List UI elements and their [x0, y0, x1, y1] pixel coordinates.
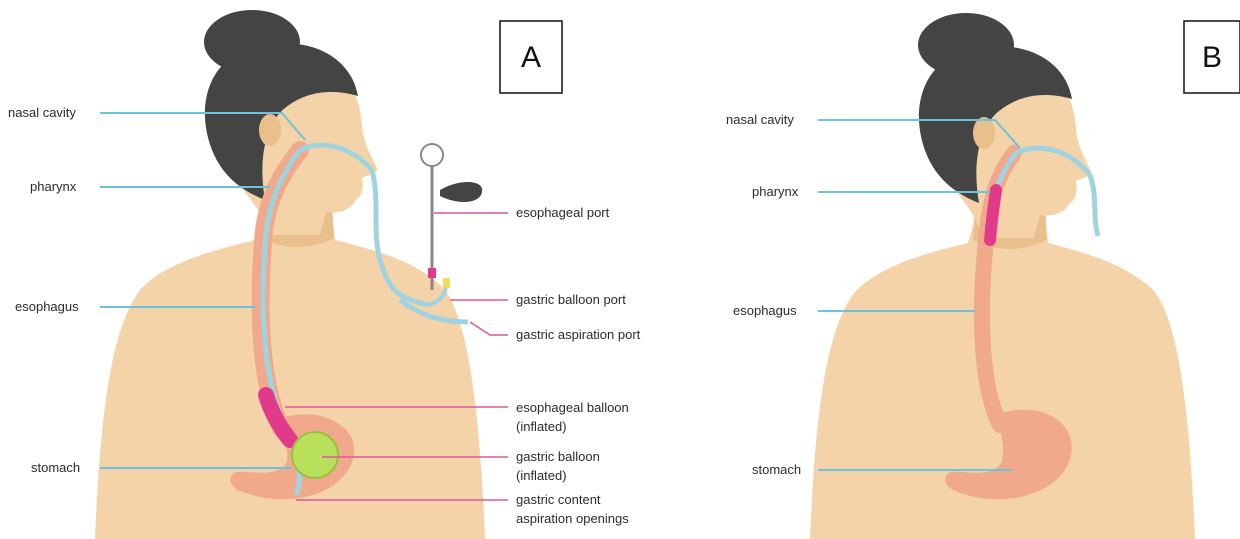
panel-tag-a: A	[521, 41, 541, 74]
label-esophagus-a: esophagus	[15, 299, 79, 314]
ear-b	[973, 117, 995, 149]
label-stomach-a: stomach	[31, 460, 80, 475]
pharyngeal-balloon-b	[990, 190, 996, 240]
label-gastric-content-a: gastric content	[516, 492, 601, 507]
label-esophageal-balloon-inflated-a: (inflated)	[516, 419, 567, 434]
gastric-balloon-port-connector-a	[443, 278, 450, 288]
panel-b: nasal cavity pharynx esophagus stomach B	[726, 13, 1240, 539]
gastric-balloon-a	[292, 432, 338, 478]
esophageal-port-connector-a	[428, 268, 436, 278]
label-esophageal-balloon-a: esophageal balloon	[516, 400, 629, 415]
leader-gastric-aspiration-port-a	[470, 322, 508, 335]
label-gastric-aspiration-port-a: gastric aspiration port	[516, 327, 641, 342]
label-nasal-cavity-a: nasal cavity	[8, 105, 76, 120]
label-esophagus-b: esophagus	[733, 303, 797, 318]
label-esophageal-port-a: esophageal port	[516, 205, 610, 220]
label-gastric-balloon-port-a: gastric balloon port	[516, 292, 626, 307]
label-pharynx-b: pharynx	[752, 184, 799, 199]
label-gastric-balloon-inflated-a: (inflated)	[516, 468, 567, 483]
label-pharynx-a: pharynx	[30, 179, 77, 194]
bulb-pump-a	[440, 182, 482, 202]
label-gastric-balloon-a: gastric balloon	[516, 449, 600, 464]
pressure-gauge-a	[421, 144, 443, 166]
label-nasal-cavity-b: nasal cavity	[726, 112, 794, 127]
tube-external-b	[1090, 175, 1098, 236]
label-stomach-b: stomach	[752, 462, 801, 477]
panel-tag-b: B	[1202, 41, 1222, 74]
ear-a	[259, 114, 281, 146]
label-aspiration-openings-a: aspiration openings	[516, 511, 629, 526]
panel-a: nasal cavity pharynx esophagus stomach e…	[8, 10, 641, 539]
